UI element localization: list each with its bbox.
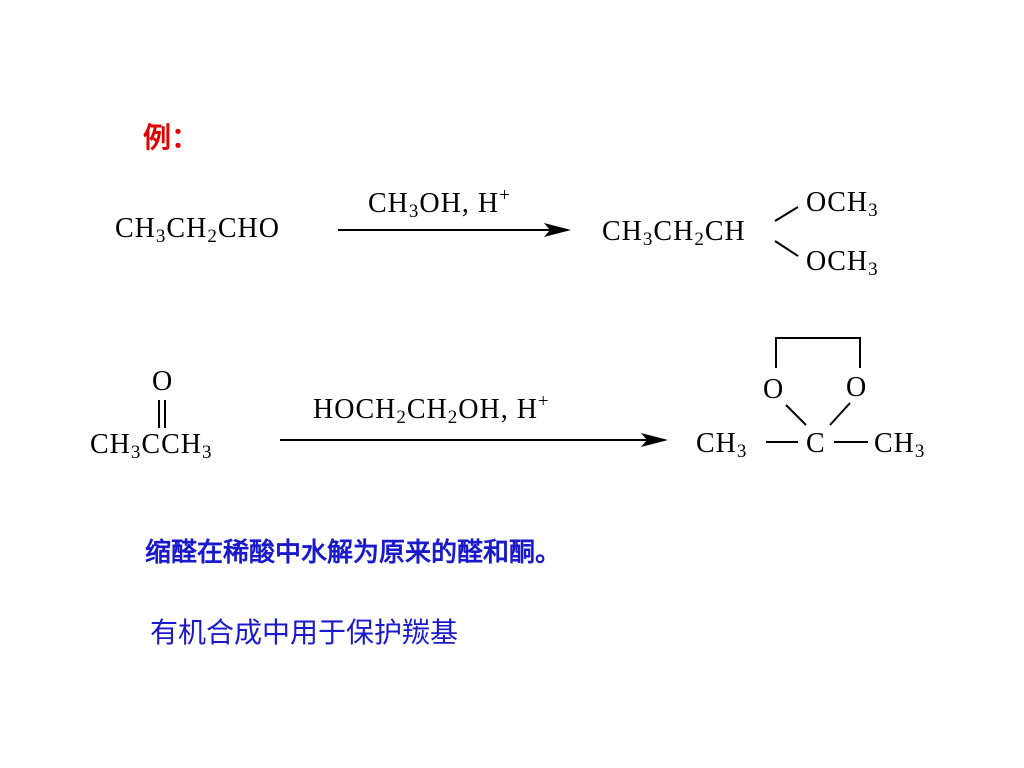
reaction2-ethylene-bridge <box>775 337 861 368</box>
reaction1-product-upper-group: OCH3 <box>806 187 879 221</box>
reaction2-reactant: CH3CCH3 <box>90 429 213 463</box>
reaction2-product-center-carbon: C <box>806 428 826 459</box>
note-hydrolysis: 缩醛在稀酸中水解为原来的醛和酮。 <box>145 538 562 568</box>
reaction2-carbonyl-oxygen: O <box>152 366 174 397</box>
reaction1-arrow-head <box>544 223 571 237</box>
reaction2-conditions: HOCH2CH2OH, H+ <box>313 391 550 428</box>
reaction2-ring-bond-right <box>829 402 851 426</box>
reaction1-upper-bond <box>774 206 799 222</box>
reaction2-arrow-head <box>641 433 668 447</box>
reaction1-lower-bond <box>774 240 799 257</box>
reaction2-product-right-methyl: CH3 <box>874 428 926 462</box>
reaction1-product-main: CH3CH2CH <box>602 216 746 250</box>
reaction2-ring-oxygen-left: O <box>763 374 785 405</box>
note-carbonyl-protection: 有机合成中用于保护羰基 <box>150 616 459 649</box>
reaction1-reactant: CH3CH2CHO <box>115 213 280 247</box>
reaction2-product-left-methyl: CH3 <box>696 428 748 462</box>
reaction2-ring-bond-left <box>785 404 807 426</box>
reaction1-conditions: CH3OH, H+ <box>368 185 511 222</box>
example-label: 例： <box>143 121 200 154</box>
reaction2-ring-oxygen-right: O <box>846 372 868 403</box>
reaction1-product-lower-group: OCH3 <box>806 246 879 280</box>
